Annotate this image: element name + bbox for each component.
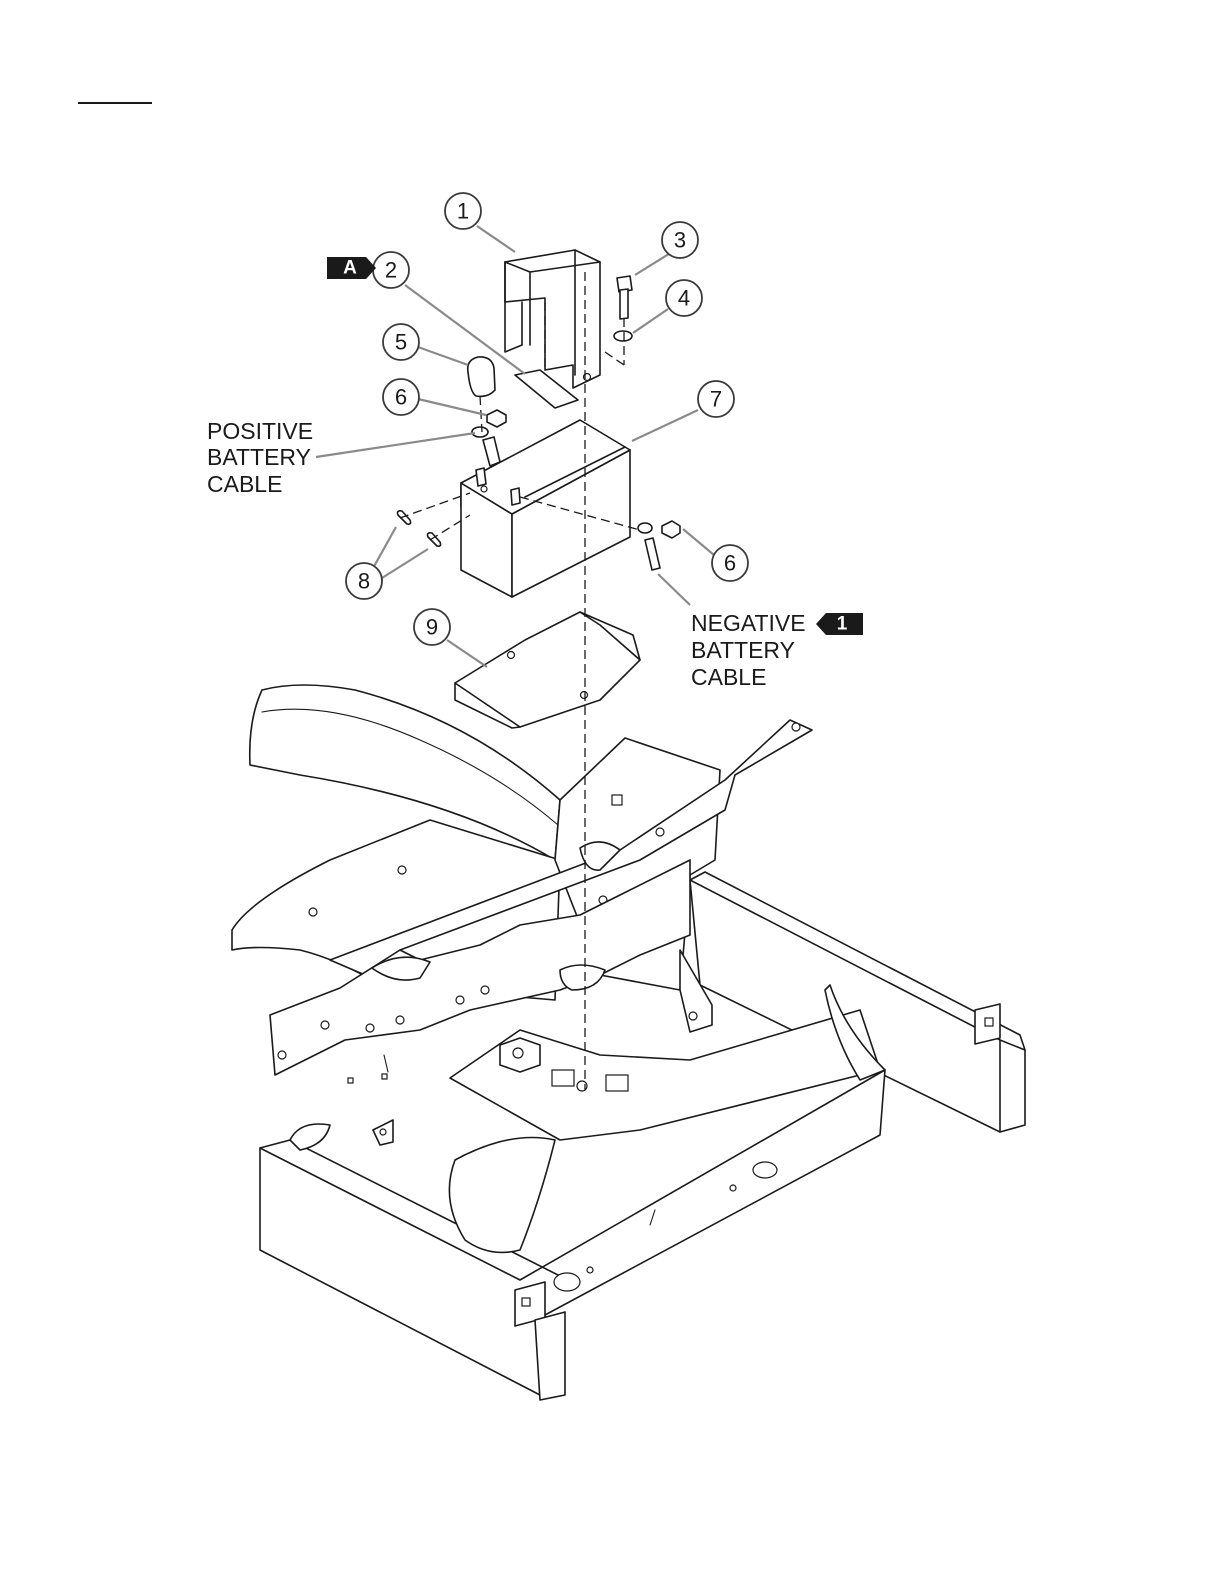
tag-a-text: A <box>343 258 357 279</box>
callout-6a-number: 6 <box>395 385 407 410</box>
positive-label-line-3: CABLE <box>207 471 282 497</box>
callout-5-number: 5 <box>395 330 407 355</box>
callout-1-number: 1 <box>457 199 469 224</box>
positive-label-line-2: BATTERY <box>207 444 311 470</box>
bolt <box>617 276 632 319</box>
callout-3-number: 3 <box>674 228 686 253</box>
callout-5: 5 <box>383 324 419 360</box>
callout-3: 3 <box>662 222 698 258</box>
callout-8-number: 8 <box>358 569 370 594</box>
callout-2-number: 2 <box>385 258 397 283</box>
callout-8: 8 <box>346 563 382 599</box>
bracket-pad <box>515 370 578 408</box>
callout-9: 9 <box>414 609 450 645</box>
callout-6-positive: 6 <box>383 379 419 415</box>
tag-1-text: 1 <box>837 614 848 635</box>
negative-battery-cable-label: NEGATIVE BATTERY CABLE <box>691 610 806 690</box>
positive-label-line-1: POSITIVE <box>207 418 313 444</box>
callout-2: 2 <box>373 252 409 288</box>
positive-cable-lug <box>472 427 500 466</box>
callout-9-number: 9 <box>426 615 438 640</box>
tag-1: 1 <box>816 613 863 635</box>
callout-4-number: 4 <box>678 286 690 311</box>
negative-nut <box>662 521 680 538</box>
callout-6-negative: 6 <box>712 545 748 581</box>
callout-7-number: 7 <box>710 387 722 412</box>
washer <box>614 331 632 341</box>
callout-6b-number: 6 <box>724 551 736 576</box>
tag-a: A <box>327 257 376 279</box>
battery-tray <box>455 612 640 728</box>
negative-label-line-2: BATTERY <box>691 637 795 663</box>
negative-label-line-3: CABLE <box>691 664 766 690</box>
negative-label-line-1: NEGATIVE <box>691 610 806 636</box>
terminal-cover <box>468 357 495 396</box>
callout-4: 4 <box>666 280 702 316</box>
callout-1: 1 <box>445 193 481 229</box>
callout-7: 7 <box>698 381 734 417</box>
exploded-parts <box>398 250 681 728</box>
chassis-frame <box>232 685 1025 1400</box>
positive-battery-cable-label: POSITIVE BATTERY CABLE <box>207 418 313 497</box>
hold-down-bracket <box>505 250 600 388</box>
negative-cable-lug <box>638 523 660 570</box>
positive-nut <box>487 410 506 427</box>
